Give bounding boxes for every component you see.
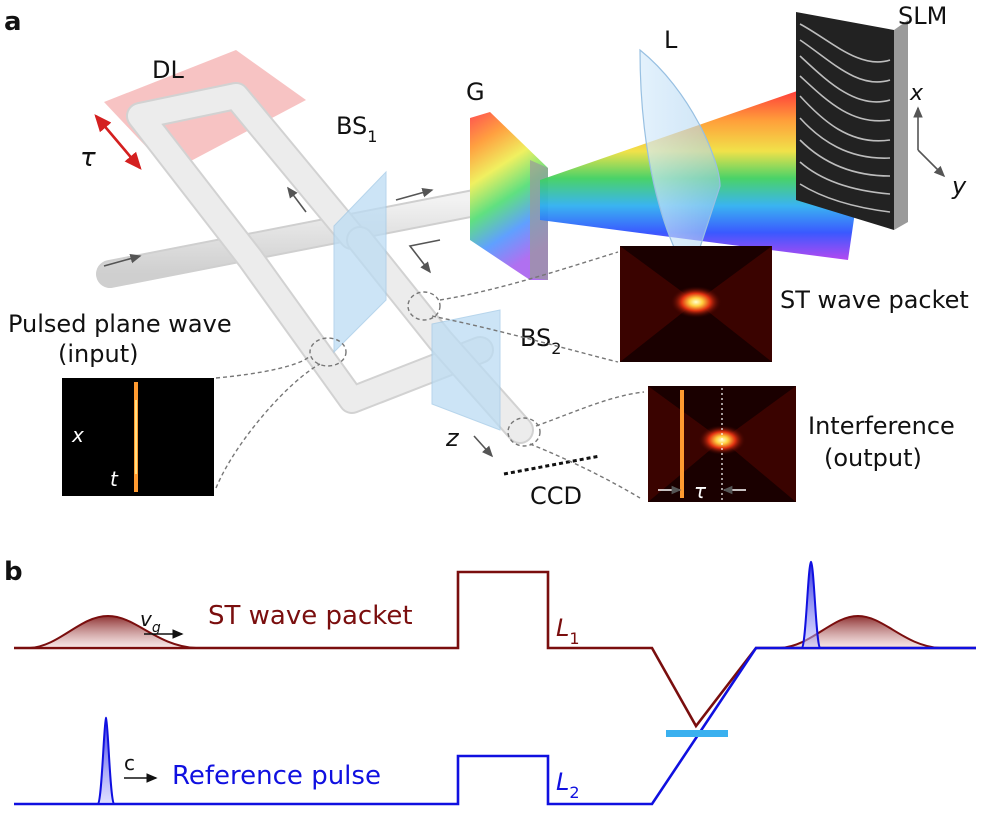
interference-cone-left	[648, 386, 722, 502]
l2-label: L2	[556, 768, 580, 802]
tau-label: τ	[80, 143, 96, 173]
delay-line-label: DL	[152, 56, 184, 84]
panel-a-letter: a	[4, 7, 22, 37]
st-inset-spot	[670, 286, 722, 318]
grating-label: G	[466, 78, 485, 106]
sample-output	[507, 417, 541, 447]
axis-y-arrow	[917, 149, 946, 178]
l1-label: L1	[556, 614, 580, 648]
panel-b-letter: b	[4, 557, 23, 587]
inset-x-label: x	[71, 423, 84, 447]
leader-lines	[215, 251, 645, 499]
st-path	[14, 570, 976, 729]
slm-label: SLM	[898, 2, 947, 30]
input-direction-arrow	[103, 253, 142, 267]
to-ccd-arrow	[473, 435, 494, 458]
beamsplitter-1	[333, 170, 387, 354]
sample-st	[407, 291, 441, 321]
st-inset-cone-left	[620, 246, 696, 362]
lens-label: L	[664, 26, 678, 54]
to-delay-arrow	[287, 186, 307, 213]
interference-label-line2: (output)	[824, 444, 922, 472]
st-path-label: ST wave packet	[208, 601, 413, 631]
inset-t-label: t	[110, 467, 119, 491]
ccd-label: CCD	[530, 482, 582, 510]
sample-input	[309, 337, 347, 367]
lens	[639, 48, 721, 280]
slm-pattern	[799, 23, 891, 213]
reference-pulse-left	[95, 716, 117, 805]
tau-inset-label: τ	[694, 479, 707, 503]
tau-arrow-up	[94, 114, 141, 169]
reference-pulse-right	[799, 560, 823, 649]
ccd-detector	[503, 454, 601, 476]
beamsplitter-2	[431, 309, 501, 431]
input-label-line2: (input)	[58, 340, 138, 368]
grating	[470, 112, 548, 280]
return-beam-arrow	[408, 239, 441, 274]
vg-label: vg	[140, 607, 161, 636]
c-label: c	[124, 751, 135, 775]
to-grating-arrow	[395, 187, 434, 201]
bs2-label: BS2	[520, 324, 561, 358]
st-inset-cone-right	[696, 246, 772, 362]
axis-x-label: x	[909, 81, 924, 106]
axis-y-label: y	[951, 172, 967, 200]
interference-ref-stripe	[680, 390, 684, 498]
slm-side	[894, 20, 908, 230]
input-label-line1: Pulsed plane wave	[8, 310, 232, 338]
detector-beamsplitter-bar	[666, 730, 728, 737]
st-packet-left	[29, 614, 197, 649]
input-pulse-core	[135, 400, 137, 474]
reference-path-label: Reference pulse	[172, 761, 381, 791]
reference-path	[14, 646, 976, 806]
interference-label-line1: Interference	[808, 412, 955, 440]
bs1-label: BS1	[336, 112, 377, 146]
st-wave-packet-label: ST wave packet	[780, 286, 969, 314]
interference-cone-right	[722, 386, 796, 502]
z-label: z	[445, 424, 460, 452]
